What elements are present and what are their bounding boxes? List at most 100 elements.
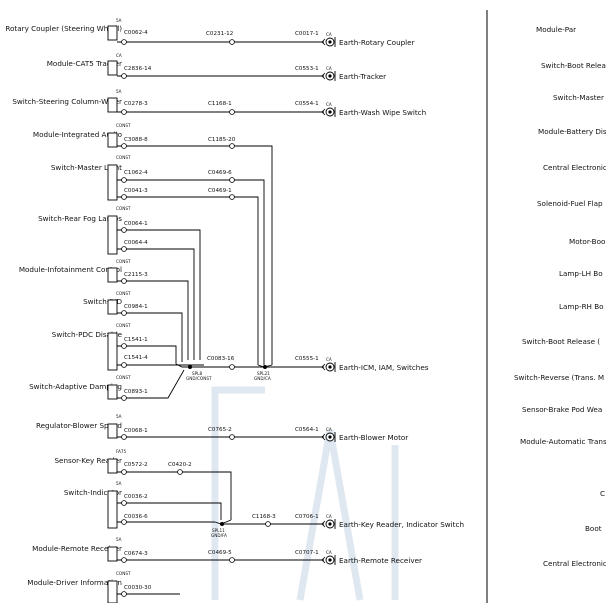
right-label: Module-Battery Dis — [538, 127, 606, 136]
pin-label: C0083-16 — [207, 356, 235, 362]
pin-label: C0893-1 — [124, 389, 148, 395]
row-ivd: Switch-IVD CONST C0984-1 — [83, 291, 183, 362]
component-label: Switch-PDC Disable — [52, 330, 123, 339]
earth-terminal-icon: CA — [321, 357, 336, 372]
right-label: Central Electronic — [543, 163, 606, 172]
connector-pin-icon — [121, 310, 127, 316]
component-box[interactable] — [107, 546, 118, 562]
connector-pin-icon — [229, 109, 235, 115]
fuse-tag: 5A — [116, 18, 122, 23]
component-label: Sensor-Key Reader — [54, 456, 122, 465]
component-box[interactable] — [107, 215, 118, 255]
right-panel: Module-Par Switch-Boot Relea Switch-Mast… — [514, 25, 606, 568]
splice-label: SPL8 — [192, 371, 203, 376]
pin-label: C0062-4 — [124, 30, 148, 36]
right-label: Module-Automatic Trans — [520, 437, 606, 446]
right-label: Lamp-LH Bo — [559, 269, 603, 278]
right-label: Switch-Reverse (Trans. M — [514, 373, 604, 382]
row-blower: Regulator-Blower Speed 5A C0068-1 C0765-… — [36, 414, 408, 442]
row-rotary: Rotary Coupler (Steering Wheel) 5A C0062… — [5, 18, 414, 47]
earth-label: Earth-Rotary Coupler — [339, 38, 415, 47]
earth-label: Earth-ICM, IAM, Switches — [339, 363, 429, 372]
row-key-reader: Sensor-Key Reader FA75 C0572-2 C0420-2 — [54, 449, 232, 520]
connector-pin-icon — [229, 194, 235, 200]
pin-label: C0707-1 — [295, 550, 319, 556]
pin-label: C0469-5 — [208, 550, 232, 556]
component-box[interactable] — [107, 490, 118, 529]
row-audio: Module-Integrated Audio CONST C3088-8 C1… — [33, 123, 273, 365]
row-driver-info: Module-Driver Information CONST C0030-30 — [27, 571, 180, 603]
connector-pin-icon — [121, 519, 127, 525]
right-label: Solenoid-Fuel Flap — [537, 199, 603, 208]
pin-label: C0554-1 — [295, 101, 319, 107]
connector-pin-icon — [229, 39, 235, 45]
earth-label: Earth-Tracker — [339, 72, 386, 81]
pin-label: C0572-2 — [124, 462, 148, 468]
pin-label: C0278-3 — [124, 101, 148, 107]
component-box[interactable] — [107, 25, 118, 41]
row-adaptive-damping: Switch-Adaptive Damping CONST C0893-1 — [29, 369, 185, 400]
connector-pin-icon — [121, 395, 127, 401]
fuse-tag: CONST — [116, 571, 131, 576]
fuse-tag: CONST — [116, 291, 131, 296]
fuse-tag: CA — [116, 53, 122, 58]
pin-label: C0984-1 — [124, 304, 148, 310]
fuse-tag: 5A — [116, 89, 122, 94]
row-infotainment: Module-Infotainment Control CONST C2115-… — [19, 259, 189, 360]
component-box[interactable] — [107, 60, 118, 76]
splice-spl21: SPL21 GND/CA C0555-1 Earth-ICM, IAM, Swi… — [254, 356, 429, 381]
earth-fuse-tag: CA — [326, 427, 332, 432]
splice-spl11: SPL11 GND/FA C1168-3 C0706-1 Earth-Key R… — [211, 514, 464, 538]
component-box[interactable] — [107, 97, 118, 113]
component-box[interactable] — [107, 132, 118, 148]
pin-label: C0064-1 — [124, 221, 148, 227]
pin-label: C2115-3 — [124, 272, 148, 278]
pin-label: C1062-4 — [124, 170, 148, 176]
component-label: Module-Driver Information — [27, 578, 122, 587]
splice-dot — [188, 365, 192, 369]
row-wiper: Switch-Steering Column-Wiper 5A C0278-3 … — [12, 89, 426, 117]
component-box[interactable] — [107, 458, 118, 474]
connector-pin-icon — [229, 143, 235, 149]
connector-pin-icon — [229, 364, 235, 370]
pin-label: C2836-14 — [124, 66, 152, 72]
connector-pin-icon — [121, 343, 127, 349]
splice-sublabel: GND/FA — [211, 533, 227, 538]
component-box[interactable] — [107, 164, 118, 201]
component-label: Module-Integrated Audio — [33, 130, 122, 139]
component-box[interactable] — [107, 423, 118, 439]
component-label: Switch-Adaptive Damping — [29, 382, 122, 391]
connector-pin-icon — [121, 591, 127, 597]
component-label: Switch-Master Light — [51, 163, 122, 172]
earth-label: Earth-Blower Motor — [339, 433, 408, 442]
fuse-tag: CONST — [116, 259, 131, 264]
pin-label: C3088-8 — [124, 137, 148, 143]
component-box[interactable] — [107, 384, 118, 400]
connector-pin-icon — [121, 177, 127, 183]
pin-label: C1168-1 — [208, 101, 232, 107]
component-label: Module-Remote Receiver — [32, 544, 122, 553]
row-remote: Module-Remote Receiver 5A C0674-3 C0469-… — [32, 537, 422, 565]
right-label: C — [600, 489, 605, 498]
component-box[interactable] — [107, 580, 118, 603]
component-box[interactable] — [107, 299, 118, 315]
earth-terminal-icon: CA — [321, 427, 336, 442]
earth-fuse-tag: CA — [326, 102, 332, 107]
component-box[interactable] — [107, 267, 118, 283]
pin-label: C0420-2 — [168, 462, 192, 468]
connector-pin-icon — [121, 246, 127, 252]
row-rear-fog: Switch-Rear Fog Lamps CONST C0064-1 C006… — [38, 206, 201, 360]
fuse-tag: CONST — [116, 206, 131, 211]
connector-pin-icon — [121, 434, 127, 440]
pin-label: C0041-3 — [124, 188, 148, 194]
pin-label: C0064-4 — [124, 240, 148, 246]
splice-dot — [263, 365, 267, 369]
connector-pin-icon — [121, 469, 127, 475]
component-box[interactable] — [107, 332, 118, 371]
right-label: Lamp-RH Bo — [559, 302, 604, 311]
earth-terminal-icon: CA — [321, 102, 336, 117]
pin-label: C1168-3 — [252, 514, 276, 520]
fuse-tag: CONST — [116, 123, 131, 128]
fuse-tag: 5A — [116, 481, 122, 486]
row-tracker: Module-CAT5 Tracker CA C2836-14 C0553-1 … — [47, 53, 386, 81]
